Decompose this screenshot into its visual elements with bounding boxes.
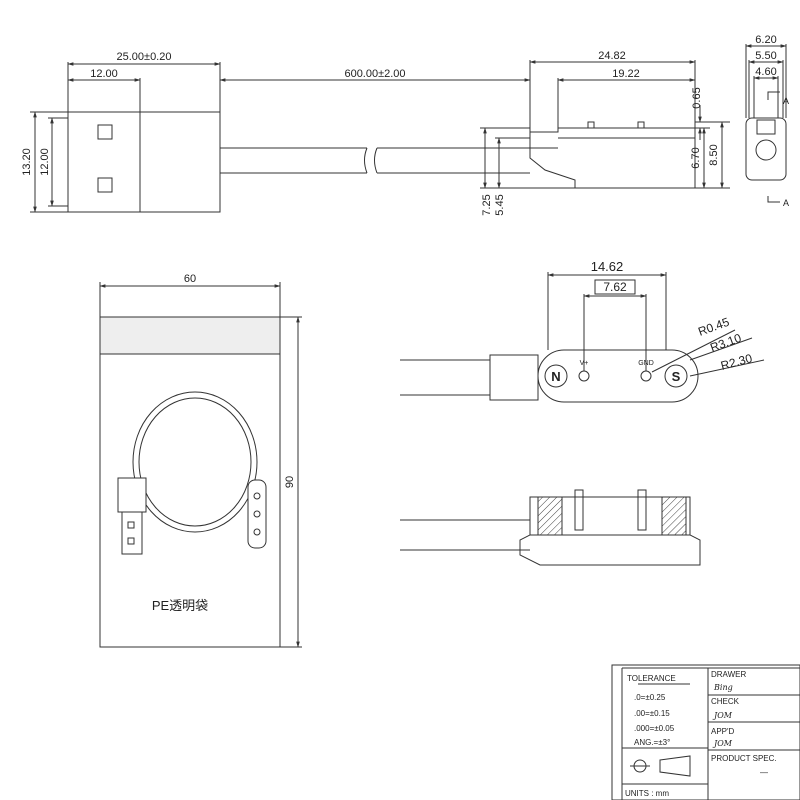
dim-head-length-body: 19.22 [612,68,640,80]
units-label: UNITS : mm [625,789,669,798]
dim-end-width-inner: 4.60 [755,66,776,78]
projection-cone-icon [659,755,691,777]
pin-vplus [578,370,590,382]
tolerance-4: ANG.=±3° [634,738,670,747]
dim-usb-height-inner: 12.00 [39,148,51,176]
usb-in-bag-plug [121,511,143,555]
drawer-label: DRAWER [711,670,746,679]
dim-usb-height-outer: 13.20 [21,148,33,176]
dim-body-height: 6.70 [690,147,702,168]
end-view-pin-block [756,119,776,135]
magnet-n [544,364,568,388]
tolerance-2: .00=±0.15 [634,709,670,718]
dim-pin-height: 0.65 [691,87,703,108]
check-label: CHECK [711,697,740,706]
section-marker-top [767,91,780,100]
head-end-view [745,44,787,203]
end-view-socket [755,139,777,161]
dim-lower-a: 7.25 [481,194,493,215]
magnet-s [664,364,688,388]
magnet-s-label: S [672,369,681,384]
usb-plug-housing [139,111,221,213]
end-view-body [745,117,787,181]
product-spec-label: PRODUCT SPEC. [711,754,777,763]
tolerance-3: .000=±0.05 [634,724,675,733]
dim-total-height: 8.50 [708,144,720,165]
dim-end-width-outer: 6.20 [755,34,776,46]
product-spec-value: — [760,768,768,777]
bag-seal [99,316,281,355]
section-marker-top-label: A [783,96,789,106]
cable-break-right [374,147,378,174]
coiled-cable-outer [132,391,258,533]
tolerance-header: TOLERANCE [627,674,676,683]
appd-sign: JOM [712,739,733,748]
head-side-view [480,60,730,189]
usb-plug-hole-top [97,124,113,140]
magnet-n-label: N [551,369,560,384]
pin-left [587,121,595,129]
head-side-dims: 24.82 19.22 0.65 6.70 8.50 7.25 5.45 [481,50,720,216]
head-top-view [400,272,765,403]
package-dims: 60 90 PE透明袋 [152,273,296,613]
top-view-labels: 14.62 7.62 R0.45 R3.10 R2.30 N S V+ GND [551,259,754,384]
top-view-head [537,349,699,403]
title-block [611,664,800,800]
usb-plug-metal [67,111,141,213]
usb-dims: 25.00±0.20 12.00 600.00±2.00 13.20 12.00 [21,51,406,176]
dim-end-width-mid: 5.50 [755,50,776,62]
section-pin-right [637,489,647,531]
top-view-neck [489,354,539,401]
section-pin-left [574,489,584,531]
coiled-cable-inner [138,397,252,527]
usb-plug-hole-bottom [97,177,113,193]
dim-usb-plug: 12.00 [90,68,118,80]
package-view [99,282,302,648]
section-body [519,496,701,566]
dim-lower-b: 5.45 [494,194,506,215]
usb-in-bag-housing [117,477,147,513]
dim-package-width: 60 [184,273,196,285]
dim-pin-span: 14.62 [591,259,624,274]
dim-package-height: 90 [284,476,296,488]
head-in-bag [247,479,267,549]
appd-label: APP'D [711,727,735,736]
head-section-view [400,489,701,566]
pin-gnd [640,370,652,382]
section-hatch-left [537,496,563,536]
section-marker-bottom [767,196,780,203]
head-body [529,127,696,189]
section-marker-bottom-label: A [783,198,789,208]
pin-vplus-label: V+ [580,360,589,367]
pin-right [637,121,645,129]
tolerance-1: .0=±0.25 [634,693,666,702]
end-view-dims: 6.20 5.50 4.60 A A [755,34,789,208]
section-hatch-right [661,496,687,536]
dim-cable-length: 600.00±2.00 [344,68,405,80]
radius-large: R2.30 [719,351,754,373]
bag-label: PE透明袋 [152,598,208,613]
pin-gnd-label: GND [638,360,654,367]
usb-plug-view [30,62,531,213]
check-sign: JOM [712,711,733,720]
cable-break-left [364,147,368,174]
drawer-sign: Bing [713,683,733,692]
title-block-text: TOLERANCE .0=±0.25 .00=±0.15 .000=±0.05 … [625,670,777,798]
dim-head-length-total: 24.82 [598,50,626,62]
dim-pin-spacing: 7.62 [603,280,627,294]
dim-usb-total: 25.00±0.20 [117,51,172,63]
